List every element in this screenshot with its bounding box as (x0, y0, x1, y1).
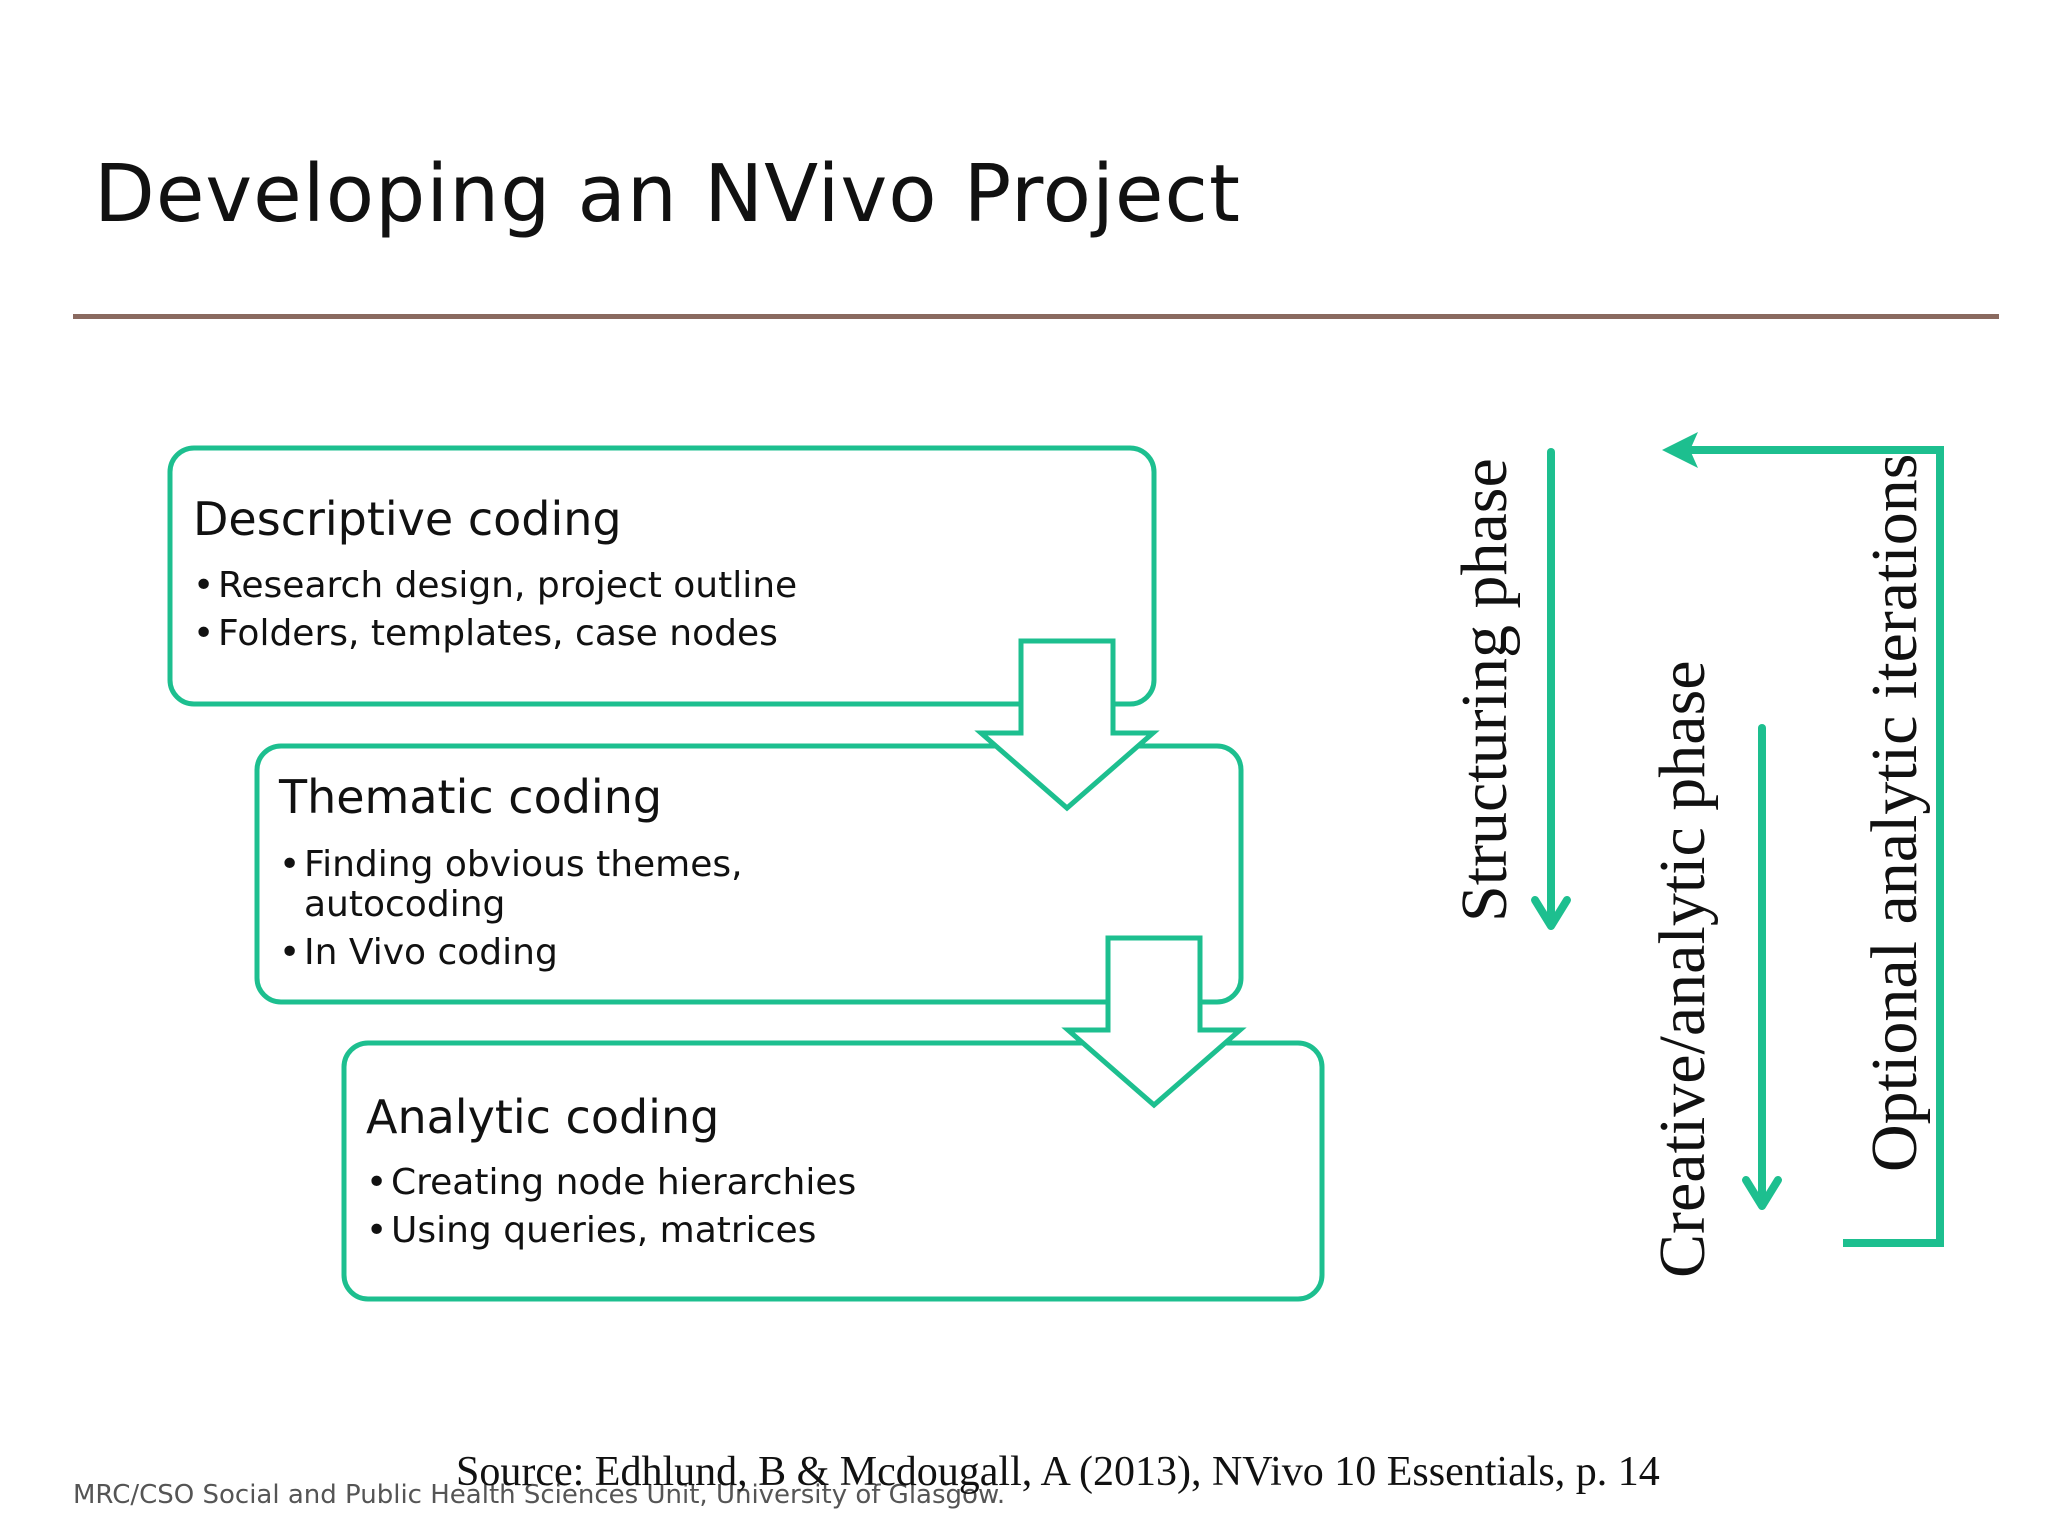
box-heading-descriptive: Descriptive coding (193, 492, 622, 546)
iteration-arrowhead (1662, 432, 1698, 468)
iteration-loop-arrow (1670, 446, 1944, 1247)
list-item: In Vivo coding (279, 933, 799, 974)
title-divider (73, 314, 1999, 319)
creative-phase-label: Creative/analytic phase (1646, 660, 1719, 1278)
thematic-bullet-list: Finding obvious themes, autocoding In Vi… (279, 845, 799, 981)
box-heading-analytic: Analytic coding (366, 1090, 720, 1144)
slide-title: Developing an NVivo Project (94, 148, 1241, 240)
source-citation: Source: Edhlund, B & Mcdougall, A (2013)… (456, 1449, 1660, 1495)
creative-arrow (1742, 724, 1782, 1210)
flow-arrow-2 (1061, 935, 1247, 1109)
flow-arrow-1 (974, 638, 1160, 812)
descriptive-bullet-list: Research design, project outline Folders… (193, 566, 1093, 662)
list-item: Research design, project outline (193, 566, 1093, 607)
analytic-bullet-list: Creating node hierarchies Using queries,… (366, 1163, 1266, 1259)
list-item: Folders, templates, case nodes (193, 614, 1093, 655)
optional-iterations-label: Optional analytic iterations (1858, 453, 1931, 1172)
structuring-phase-label: Structuring phase (1448, 458, 1521, 922)
footer-affiliation: MRC/CSO Social and Public Health Science… (73, 1480, 1006, 1510)
list-item: Using queries, matrices (366, 1211, 1266, 1252)
box-heading-thematic: Thematic coding (279, 770, 663, 824)
list-item: Creating node hierarchies (366, 1163, 1266, 1204)
list-item: Finding obvious themes, autocoding (279, 845, 799, 925)
structuring-arrow (1531, 448, 1571, 930)
